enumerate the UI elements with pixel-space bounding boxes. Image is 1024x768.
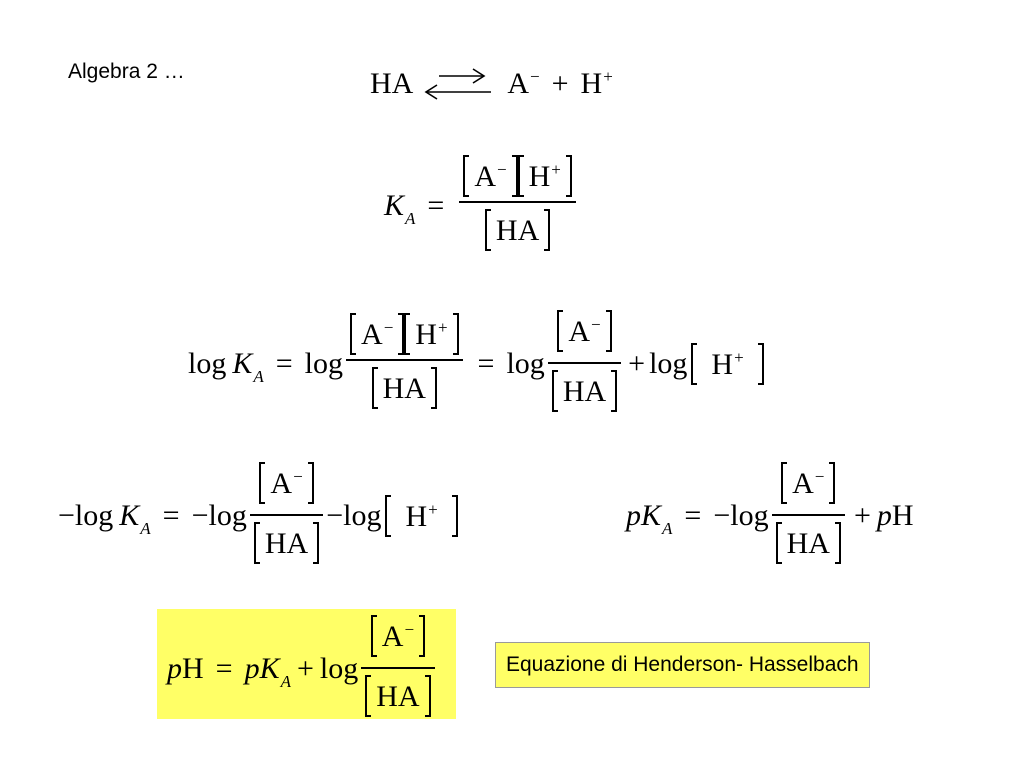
ha-species: HA xyxy=(370,67,414,100)
equals-sign: = xyxy=(215,652,233,685)
conc-ha: HA xyxy=(484,209,551,251)
conc-h-plus: H+ xyxy=(517,155,572,197)
log-text: log xyxy=(208,499,247,532)
conc-h-plus: H+ xyxy=(691,343,764,385)
a-over-ha-ratio: A− HA xyxy=(771,462,845,570)
plus-operator: + xyxy=(853,499,871,532)
ka-symbol: KA xyxy=(384,189,416,228)
a-over-ha-ratio: A− HA xyxy=(249,462,324,570)
conc-a-minus: A− xyxy=(463,155,518,197)
equilibrium-arrows-icon xyxy=(424,68,492,100)
plus-operator: + xyxy=(628,347,646,380)
minus-sign: − xyxy=(713,499,731,532)
a-anion: A− xyxy=(507,67,540,100)
log-text: log xyxy=(74,499,114,532)
log-text: log xyxy=(188,347,227,380)
log-ka-equation: log KA = log A− H+ HA = log A− HA + log … xyxy=(188,310,764,418)
ph-symbol: pH xyxy=(167,652,204,685)
h-cation: H+ xyxy=(580,67,613,100)
equals-sign: = xyxy=(275,347,293,380)
minus-sign: − xyxy=(326,499,344,532)
log-text: log xyxy=(343,499,382,532)
ka-symbol: KA xyxy=(119,499,151,538)
equilibrium-equation: HA A− + H+ xyxy=(370,62,613,106)
plus-operator: + xyxy=(551,67,569,100)
ka-definition: KA = A− H+ HA xyxy=(384,155,579,257)
henderson-hasselbalch-highlight xyxy=(157,609,456,719)
log-text: log xyxy=(730,499,769,532)
log-text: log xyxy=(319,652,359,685)
minus-sign: − xyxy=(58,499,75,532)
a-over-ha-ratio: A− HA xyxy=(361,615,435,723)
log-text: log xyxy=(649,347,688,380)
concentration-ratio: A− H+ HA xyxy=(459,155,576,257)
pka-symbol: pKA xyxy=(626,499,673,538)
henderson-hasselbalch-equation: pH = pKA + log A− HA xyxy=(167,615,438,723)
log-text: log xyxy=(506,347,545,380)
equals-sign: = xyxy=(477,347,495,380)
plus-operator: + xyxy=(297,652,314,685)
equals-sign: = xyxy=(162,499,180,532)
conc-h-plus: H+ xyxy=(385,495,458,537)
ph-symbol: pH xyxy=(876,499,914,532)
log-text: log xyxy=(304,347,344,380)
ka-symbol: KA xyxy=(232,347,264,386)
a-over-ha-ratio: A− HA xyxy=(547,310,622,418)
equals-sign: = xyxy=(427,189,445,222)
neg-log-ka-equation: − log KA = − log A− HA − log H+ xyxy=(58,462,458,570)
equation-name-label: Equazione di Henderson- Hasselbach xyxy=(495,642,870,688)
concentration-ratio: A− H+ HA xyxy=(346,313,463,415)
equals-sign: = xyxy=(684,499,702,532)
pka-equation: pKA = − log A− HA + pH xyxy=(626,462,914,570)
minus-sign: − xyxy=(191,499,209,532)
slide-title: Algebra 2 … xyxy=(68,60,185,83)
pka-symbol: pKA xyxy=(244,652,291,691)
